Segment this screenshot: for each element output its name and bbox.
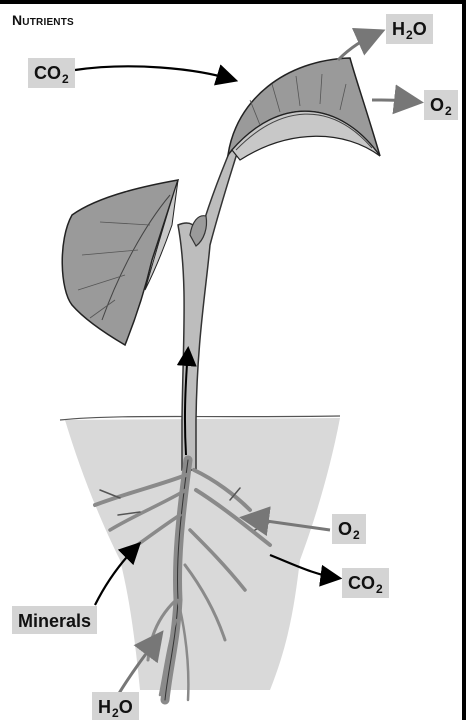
label-h2o-top-main: H — [392, 18, 405, 40]
arrow-h2o-out — [338, 32, 380, 60]
label-co2-root-sub: 2 — [376, 582, 383, 596]
label-o2-top-main: O — [430, 94, 444, 116]
left-leaf — [62, 180, 178, 345]
soil-region — [65, 418, 340, 690]
label-o2-root-sub: 2 — [353, 528, 360, 542]
upper-leaf — [228, 58, 380, 160]
label-o2-top-sub: 2 — [445, 104, 452, 118]
arrow-co2-in — [75, 66, 234, 80]
label-co2-root: CO2 — [342, 568, 389, 598]
label-o2-root-main: O — [338, 518, 352, 540]
label-h2o-bottom-main: H — [98, 696, 111, 718]
label-minerals: Minerals — [12, 606, 97, 634]
label-co2-top-sub: 2 — [62, 72, 69, 86]
label-h2o-top: H2O — [386, 14, 433, 44]
label-h2o-top-sub: 2 — [406, 28, 413, 42]
label-h2o-bottom-tail: O — [119, 696, 133, 718]
label-h2o-bottom: H2O — [92, 692, 139, 720]
arrow-o2-out — [372, 100, 418, 102]
label-o2-top: O2 — [424, 90, 458, 120]
label-co2-top: CO2 — [28, 58, 75, 88]
label-co2-top-main: CO — [34, 62, 61, 84]
label-co2-root-main: CO — [348, 572, 375, 594]
label-o2-root: O2 — [332, 514, 366, 544]
label-h2o-bottom-sub: 2 — [112, 706, 119, 720]
label-minerals-main: Minerals — [18, 610, 91, 632]
label-h2o-top-tail: O — [413, 18, 427, 40]
